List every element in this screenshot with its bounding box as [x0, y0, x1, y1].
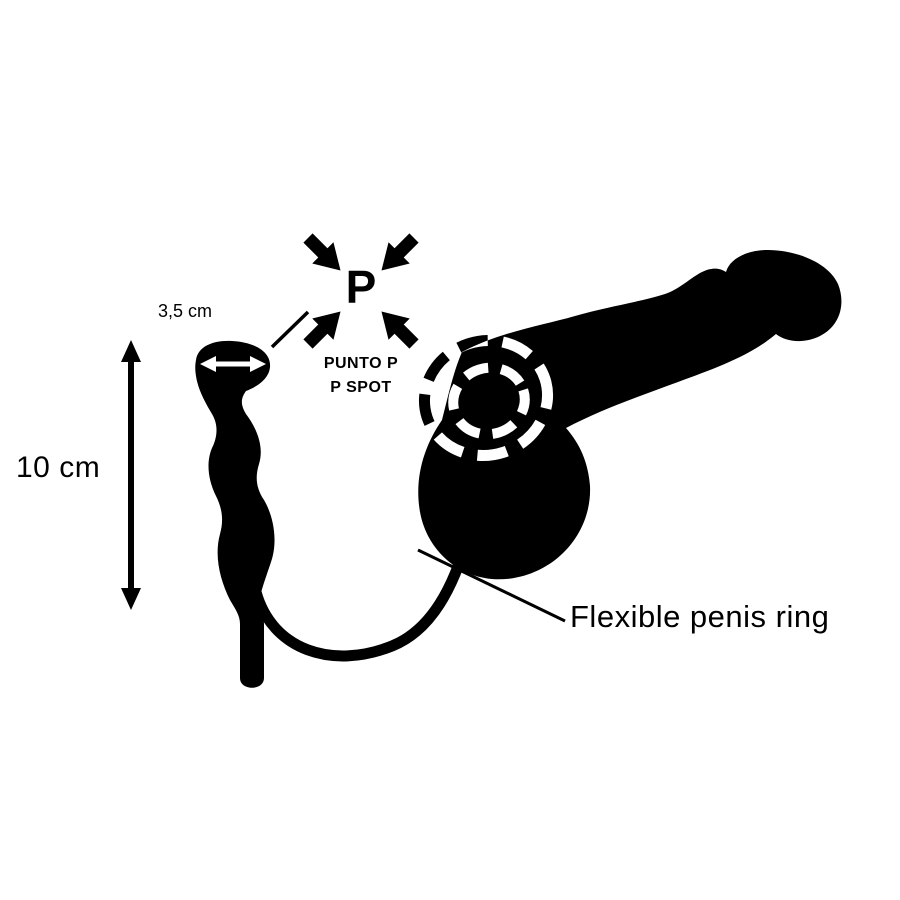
width-dimension-arrow-icon [200, 356, 266, 372]
height-dimension-label: 10 cm [16, 451, 101, 484]
converge-arrow-icon [381, 233, 419, 271]
height-dimension-arrow-icon [121, 340, 141, 610]
head-pointer-line [270, 310, 310, 349]
ring-pointer-line [417, 548, 566, 623]
p-spot-letter: P [345, 261, 377, 313]
p-spot-label-line2: P SPOT [330, 379, 392, 396]
penis-ring-dashed-inner [448, 362, 530, 440]
p-spot-label-line1: PUNTO P [323, 355, 399, 372]
flexible-ring-cord [250, 530, 474, 662]
converge-arrow-icon [381, 311, 419, 349]
converge-arrow-icon [303, 233, 341, 271]
head-dimension-label: 3,5 cm [158, 301, 213, 321]
prostate-plug-silhouette [195, 340, 275, 688]
penis-ring-dashed-outer [418, 335, 554, 461]
p-spot-target-icon [303, 233, 419, 349]
flexible-ring-label: Flexible penis ring [570, 599, 830, 634]
penis-silhouette [418, 250, 842, 580]
converge-arrow-icon [303, 311, 341, 349]
